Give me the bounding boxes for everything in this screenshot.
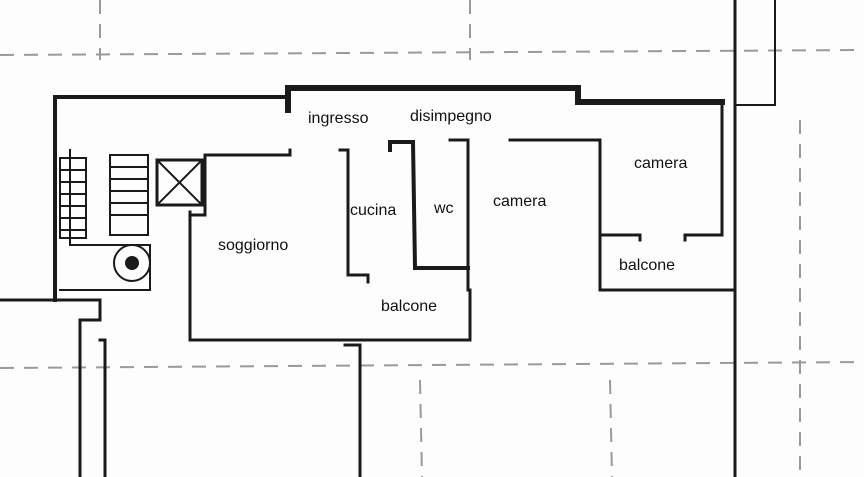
room-label-wc: wc <box>434 200 454 217</box>
room-label-cucina: cucina <box>350 202 397 219</box>
room-label-camera: camera <box>634 155 688 172</box>
room-label-disimpegno: disimpegno <box>410 108 492 125</box>
room-label-camera: camera <box>493 193 547 210</box>
room-label-soggiorno: soggiorno <box>218 237 289 254</box>
room-label-ingresso: ingresso <box>308 110 369 127</box>
room-label-balcone: balcone <box>619 257 676 274</box>
staircase <box>59 154 151 282</box>
room-label-balcone: balcone <box>381 298 438 315</box>
walls <box>0 0 776 477</box>
